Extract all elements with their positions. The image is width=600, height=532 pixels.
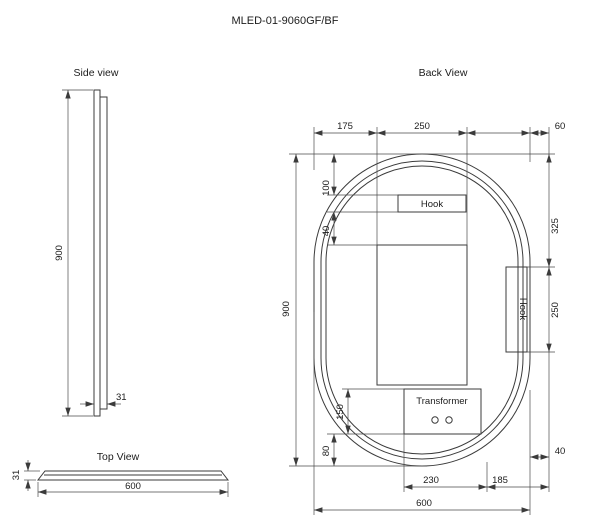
top-view-label: Top View bbox=[97, 451, 140, 463]
top-thickness-dim: 31 bbox=[11, 470, 22, 481]
hook-top: Hook bbox=[397, 194, 467, 213]
back-view-label: Back View bbox=[419, 67, 468, 79]
back-dim-top-right: 60 bbox=[555, 121, 566, 132]
transformer: Transformer bbox=[403, 388, 482, 435]
back-dim-width: 600 bbox=[416, 498, 432, 509]
mirror-outline-inner bbox=[325, 165, 519, 455]
mirror-top-profile bbox=[36, 470, 230, 481]
hook-right: Hook bbox=[505, 266, 528, 353]
back-dim-left-hook-gap: 40 bbox=[321, 226, 332, 237]
back-dim-height: 900 bbox=[281, 301, 292, 317]
back-dim-bottom-left: 230 bbox=[423, 475, 439, 486]
transformer-terminal-right bbox=[445, 416, 453, 424]
back-view-dimension-lines bbox=[293, 130, 552, 513]
top-width-dim: 600 bbox=[125, 481, 141, 492]
hook-top-label: Hook bbox=[421, 199, 443, 210]
back-panel bbox=[376, 244, 468, 386]
back-dim-right-bottom: 40 bbox=[555, 446, 566, 457]
back-dim-bottom-right: 185 bbox=[492, 475, 508, 486]
side-view-label: Side view bbox=[74, 67, 119, 79]
side-view: Side view 900 31 bbox=[54, 67, 127, 417]
drawing-title: MLED-01-9060GF/BF bbox=[232, 15, 339, 27]
back-dim-right-upper: 325 bbox=[550, 218, 561, 234]
back-dim-left-upper: 100 bbox=[321, 180, 332, 196]
back-dim-right-hook: 250 bbox=[550, 302, 561, 318]
back-dim-left-bottom: 80 bbox=[321, 446, 332, 457]
mirror-glass-profile bbox=[93, 89, 101, 417]
top-view-dimension-lines bbox=[24, 460, 229, 497]
back-view-extension-lines bbox=[289, 127, 555, 515]
transformer-label: Transformer bbox=[416, 396, 467, 407]
transformer-box bbox=[403, 388, 482, 435]
top-view-mirror-profile bbox=[36, 470, 230, 481]
back-dim-top-left: 175 bbox=[337, 121, 353, 132]
back-view: Back View Hook Hook Transformer bbox=[281, 67, 565, 515]
hook-right-label: Hook bbox=[517, 298, 528, 320]
hook-right-box bbox=[505, 266, 528, 353]
back-dim-top-center: 250 bbox=[414, 121, 430, 132]
hook-top-box bbox=[397, 194, 467, 213]
side-height-dim: 900 bbox=[54, 245, 65, 261]
side-view-mirror-profile bbox=[93, 89, 108, 417]
side-view-dimension-lines bbox=[62, 89, 121, 417]
side-thickness-dim: 31 bbox=[116, 392, 127, 403]
back-dim-transformer-height: 150 bbox=[335, 404, 346, 420]
mirror-back-profile bbox=[99, 96, 108, 410]
top-view: Top View 31 600 bbox=[11, 451, 230, 497]
transformer-terminal-left bbox=[431, 416, 439, 424]
mirror-outline-middle bbox=[320, 160, 524, 460]
